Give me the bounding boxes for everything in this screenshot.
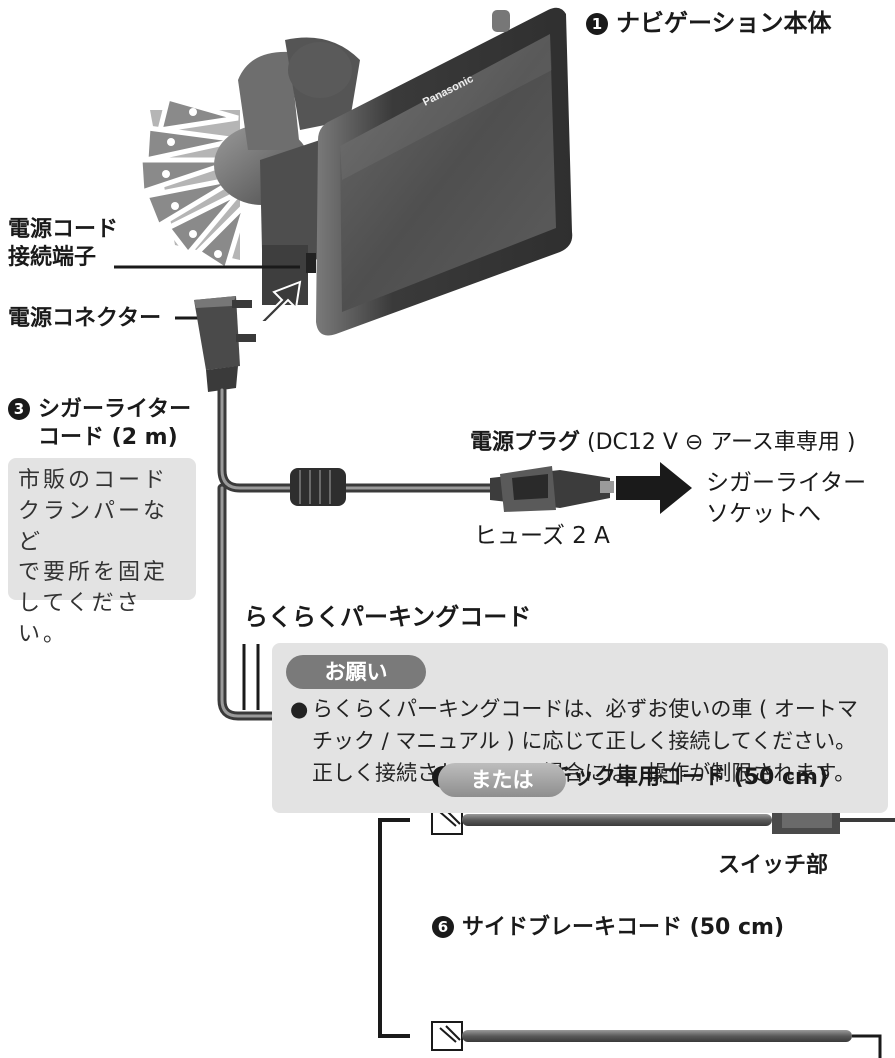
- power-terminal-label: 電源コード 接続端子: [8, 217, 119, 270]
- to-socket-arrow-icon: [616, 462, 692, 514]
- power-connector: [194, 296, 256, 392]
- or-pill: または: [438, 763, 566, 797]
- nav-unit-number-badge: 1: [586, 13, 608, 35]
- insert-arrow-icon: [257, 280, 302, 323]
- power-plug: [490, 466, 614, 512]
- parking-cord-label: らくらくパーキングコード: [244, 603, 532, 631]
- control-knob: [492, 10, 510, 32]
- ferrite-core: [290, 468, 346, 506]
- brake-cord-illustration: [431, 1021, 882, 1058]
- cigar-cable: [217, 385, 505, 721]
- power-plug-label: 電源プラグ (DC12 V ⊖ アース車専用 ): [470, 430, 856, 455]
- socket-label: シガーライター ソケットへ: [706, 470, 867, 528]
- navigation-unit-illustration: Panasonic: [306, 7, 573, 336]
- power-connector-label: 電源コネクター: [8, 306, 162, 331]
- brake-cord-number-badge: 6: [432, 916, 454, 938]
- note-bullet: ●: [290, 697, 309, 721]
- clamper-tip-box: 市販のコード クランパーなど で要所を固定 してください。: [8, 458, 196, 647]
- switch-part-label: スイッチ部: [718, 853, 829, 878]
- branch-bracket: [378, 818, 410, 1038]
- suction-mount: [137, 37, 360, 305]
- fuse-label: ヒューズ 2 A: [474, 523, 610, 549]
- cigar-cord-number-badge: 3: [8, 398, 30, 420]
- leader-lines: [114, 265, 300, 710]
- note-body: ● らくらくパーキングコードは、必ずお使いの車 ( オートマ チック / マニュ…: [290, 694, 880, 790]
- note-title-badge: お願い: [286, 655, 426, 689]
